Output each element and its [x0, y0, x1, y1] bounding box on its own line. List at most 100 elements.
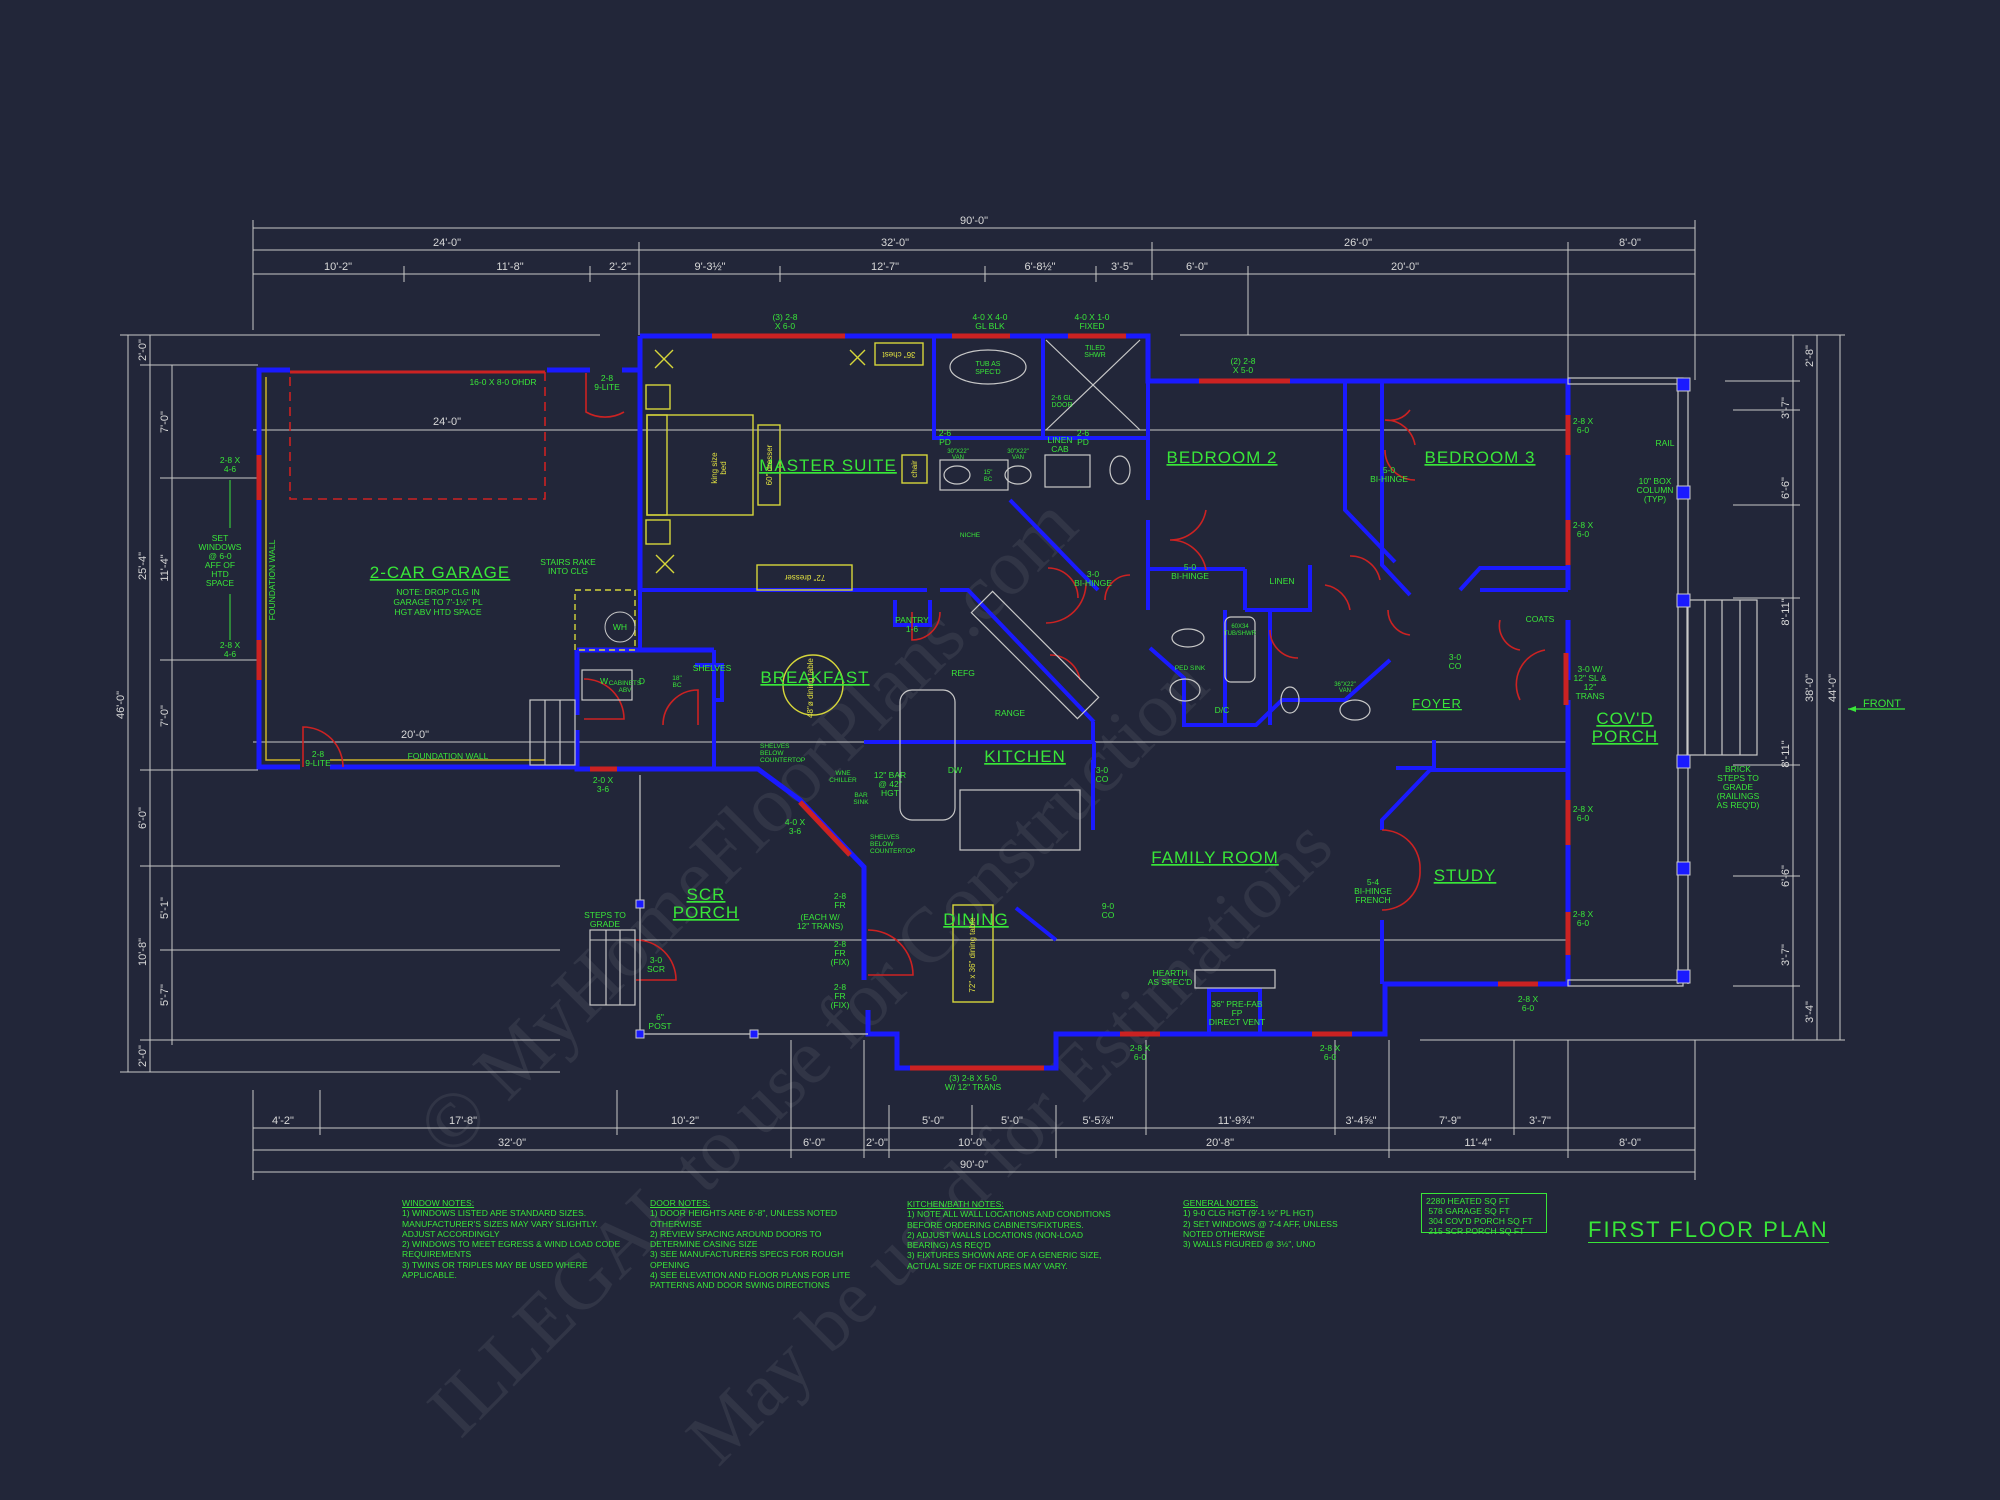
dimension-lines	[120, 220, 1845, 1180]
svg-text:(FIX): (FIX)	[831, 1000, 850, 1010]
room-kitchen: KITCHEN	[984, 747, 1066, 766]
svg-text:@ 6-0: @ 6-0	[208, 551, 232, 561]
door-notes: DOOR NOTES: 1) DOOR HEIGHTS ARE 6'-8", U…	[650, 1198, 880, 1291]
svg-text:12" TRANS): 12" TRANS)	[797, 921, 843, 931]
svg-text:32'-0": 32'-0"	[498, 1137, 526, 1149]
furniture	[574, 342, 994, 1003]
svg-text:REFG: REFG	[951, 668, 975, 678]
svg-text:2-6 GL: 2-6 GL	[1051, 395, 1073, 402]
interior-walls	[638, 336, 1568, 1034]
svg-text:CO: CO	[1102, 910, 1115, 920]
svg-text:CABINETS: CABINETS	[609, 680, 642, 687]
svg-text:CHILLER: CHILLER	[829, 777, 857, 784]
svg-text:BI-HINGE: BI-HINGE	[1370, 474, 1408, 484]
windows	[256, 333, 1571, 1071]
room-garage: 2-CAR GARAGE	[370, 563, 510, 582]
svg-text:SHELVES: SHELVES	[760, 743, 790, 750]
svg-text:2'-0": 2'-0"	[866, 1137, 888, 1149]
svg-text:(2) 2-8: (2) 2-8	[1230, 356, 1255, 366]
svg-text:20'-8": 20'-8"	[1206, 1137, 1234, 1149]
svg-text:FOUNDATION WALL: FOUNDATION WALL	[408, 751, 489, 761]
svg-text:2-8 X: 2-8 X	[1573, 909, 1594, 919]
svg-text:2-8: 2-8	[312, 749, 325, 759]
svg-text:AFF OF: AFF OF	[205, 560, 235, 570]
svg-text:NOTE: DROP CLG IN: NOTE: DROP CLG IN	[396, 587, 479, 597]
svg-text:3-6: 3-6	[597, 784, 610, 794]
svg-text:COUNTERTOP: COUNTERTOP	[760, 757, 805, 764]
porch-columns	[635, 377, 1691, 1039]
svg-text:2'-8": 2'-8"	[1804, 345, 1816, 367]
svg-text:SHELVES: SHELVES	[870, 834, 900, 841]
svg-text:COLUMN: COLUMN	[1637, 485, 1674, 495]
svg-text:8'-11": 8'-11"	[1780, 740, 1792, 767]
svg-text:12": 12"	[1584, 682, 1596, 692]
svg-text:25'-4": 25'-4"	[137, 552, 149, 580]
svg-text:STEPS TO: STEPS TO	[584, 910, 626, 920]
svg-text:PORCH: PORCH	[673, 903, 739, 922]
svg-text:36" chest: 36" chest	[882, 350, 916, 359]
svg-text:6'-0": 6'-0"	[1186, 261, 1208, 273]
svg-text:2-8 X: 2-8 X	[1518, 994, 1539, 1004]
svg-text:BAR: BAR	[854, 792, 868, 799]
svg-text:SPACE: SPACE	[206, 578, 235, 588]
svg-text:BI-HINGE: BI-HINGE	[1074, 578, 1112, 588]
svg-text:RAIL: RAIL	[1656, 438, 1675, 448]
svg-text:POST: POST	[648, 1021, 671, 1031]
svg-text:X 6-0: X 6-0	[775, 321, 796, 331]
svg-text:90'-0": 90'-0"	[960, 215, 988, 227]
svg-text:6": 6"	[656, 1012, 664, 1022]
svg-text:NICHE: NICHE	[960, 532, 981, 539]
svg-text:GL BLK: GL BLK	[975, 321, 1005, 331]
svg-text:11'-9¾": 11'-9¾"	[1218, 1115, 1254, 1127]
svg-text:18": 18"	[672, 675, 682, 682]
svg-text:7'-9": 7'-9"	[1439, 1115, 1461, 1127]
svg-text:FR: FR	[834, 991, 845, 1001]
svg-text:24'-0": 24'-0"	[433, 416, 461, 428]
svg-text:VAN: VAN	[1339, 688, 1351, 694]
svg-text:8'-0": 8'-0"	[1619, 237, 1641, 249]
svg-text:10'-8": 10'-8"	[137, 938, 149, 966]
foundation-wall-line	[265, 377, 300, 761]
svg-text:17'-8": 17'-8"	[449, 1115, 477, 1127]
svg-text:60X34: 60X34	[1231, 624, 1249, 630]
area-garage: 578 GARAGE SQ FT	[1426, 1206, 1510, 1216]
svg-text:SCR: SCR	[647, 964, 665, 974]
svg-text:6-0: 6-0	[1522, 1003, 1535, 1013]
svg-text:60" dresser: 60" dresser	[765, 444, 774, 485]
svg-text:WH: WH	[613, 622, 627, 632]
svg-text:GARAGE TO 7'-1½" PL: GARAGE TO 7'-1½" PL	[393, 597, 483, 607]
svg-text:CO: CO	[1096, 774, 1109, 784]
svg-text:9-LITE: 9-LITE	[305, 758, 331, 768]
svg-text:BRICK: BRICK	[1725, 764, 1751, 774]
svg-text:6'-6": 6'-6"	[1780, 477, 1792, 499]
svg-text:2-6: 2-6	[939, 428, 952, 438]
svg-text:2-8: 2-8	[834, 939, 847, 949]
svg-text:36" PRE-FAB: 36" PRE-FAB	[1211, 999, 1263, 1009]
svg-text:30"X22": 30"X22"	[947, 449, 969, 455]
svg-text:1-6: 1-6	[906, 624, 919, 634]
svg-text:PD: PD	[1077, 437, 1089, 447]
svg-text:6'-8½": 6'-8½"	[1024, 261, 1055, 273]
svg-text:32'-0": 32'-0"	[881, 237, 909, 249]
svg-text:6'-0": 6'-0"	[803, 1137, 825, 1149]
front-arrow: FRONT	[1848, 698, 1905, 712]
svg-text:11'-4": 11'-4"	[159, 554, 171, 581]
svg-text:BELOW: BELOW	[760, 750, 784, 757]
svg-text:COATS: COATS	[1526, 614, 1555, 624]
svg-text:@ 42": @ 42"	[878, 779, 901, 789]
svg-text:WNE: WNE	[835, 770, 851, 777]
svg-text:3-0: 3-0	[1096, 765, 1109, 775]
svg-text:STEPS TO: STEPS TO	[1717, 773, 1759, 783]
set-windows-note: SET WINDOWS @ 6-0 AFF OF HTD SPACE	[199, 533, 242, 588]
svg-text:AS REQ'D): AS REQ'D)	[1717, 800, 1760, 810]
svg-text:4-0 X 4-0: 4-0 X 4-0	[973, 312, 1008, 322]
svg-text:9-LITE: 9-LITE	[594, 382, 620, 392]
svg-text:3-0 W/: 3-0 W/	[1577, 664, 1603, 674]
svg-text:FP: FP	[1232, 1008, 1243, 1018]
svg-text:4-0 X 1-0: 4-0 X 1-0	[1075, 312, 1110, 322]
svg-text:2-8 X: 2-8 X	[220, 455, 241, 465]
svg-text:10'-2": 10'-2"	[324, 261, 352, 273]
room-study: STUDY	[1434, 866, 1497, 885]
room-labels: 2-CAR GARAGE MASTER SUITE BEDROOM 2 BEDR…	[370, 448, 1657, 929]
